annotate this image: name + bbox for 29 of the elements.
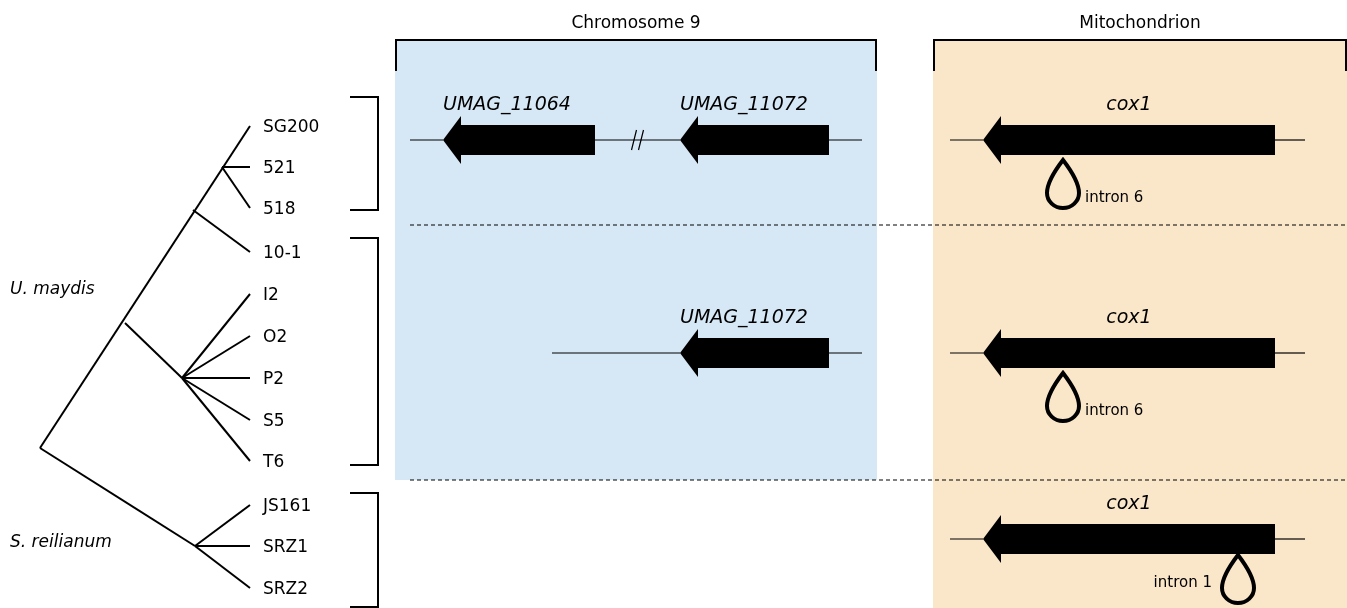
strain-name: SRZ2 — [263, 577, 309, 599]
strain-name: 518 — [263, 197, 296, 219]
strain-name: SRZ1 — [263, 535, 309, 557]
strain-name: S5 — [263, 409, 285, 431]
gene-label: cox1 — [1106, 491, 1152, 513]
strain-name: O2 — [263, 325, 288, 347]
strain-name: JS161 — [263, 494, 312, 516]
panel-heading: Mitochondrion — [1078, 12, 1202, 32]
strain-name: 10-1 — [263, 241, 302, 263]
intron-label: intron 6 — [1085, 401, 1144, 419]
strain-name: 521 — [263, 156, 296, 178]
dna-line — [594, 139, 681, 141]
intron-label: intron 6 — [1085, 188, 1144, 206]
intron-loop — [1220, 552, 1256, 606]
gene-label: UMAG_11072 — [680, 305, 808, 327]
strain-name: T6 — [263, 450, 285, 472]
intron-label: intron 1 — [1153, 573, 1212, 591]
panel-heading: Chromosome 9 — [570, 12, 702, 32]
strain-name: SG200 — [263, 115, 320, 137]
strain-name: P2 — [263, 367, 285, 389]
gene-label: UMAG_11064 — [443, 92, 571, 114]
gene-label: cox1 — [1106, 305, 1152, 327]
gene-label: cox1 — [1106, 92, 1152, 114]
strain-name: I2 — [263, 283, 279, 305]
species-name: U. maydis — [10, 277, 95, 299]
intron-loop — [1045, 370, 1081, 424]
species-name: S. reilianum — [10, 530, 112, 552]
intron-loop — [1045, 157, 1081, 211]
gene-label: UMAG_11072 — [680, 92, 808, 114]
